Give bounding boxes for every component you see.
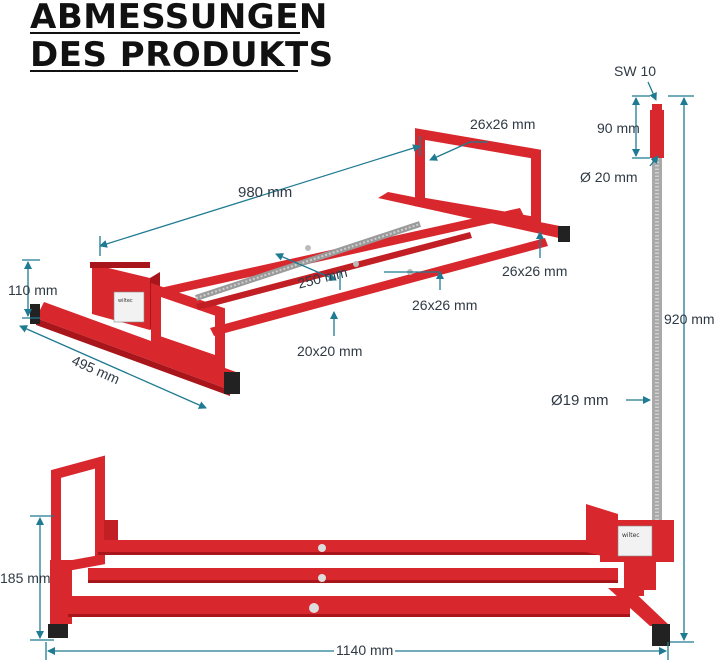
label-top-square: 26x26 mm xyxy=(470,116,536,132)
side-view: wiltec xyxy=(48,455,674,646)
label-nut-90: 90 mm xyxy=(597,120,640,136)
rail-3 xyxy=(68,596,630,616)
label-height-185: 185 mm xyxy=(0,570,51,586)
label-rod-920: 920 mm xyxy=(664,311,715,327)
rail-2 xyxy=(88,568,618,582)
top-nut xyxy=(650,110,664,158)
left-upright xyxy=(51,455,105,574)
foot-cap-right xyxy=(652,624,670,646)
label-rod-19: Ø19 mm xyxy=(551,392,609,409)
foot-cap-back-right xyxy=(558,226,570,242)
iso-dimensions xyxy=(19,136,544,409)
title-line-1: ABMESSUNGEN xyxy=(30,0,328,37)
rail-lower xyxy=(210,238,548,336)
sticker-brand: wiltec xyxy=(622,532,640,539)
label-right-square: 26x26 mm xyxy=(502,263,568,279)
label-length-980: 980 mm xyxy=(238,184,293,201)
svg-text:wiltec: wiltec xyxy=(118,298,133,304)
title-underline-1 xyxy=(30,32,300,34)
foot-cap-front-right xyxy=(224,372,240,394)
label-round-20: 20x20 mm xyxy=(297,343,363,359)
threaded-spindle xyxy=(652,158,662,526)
label-dia-20: Ø 20 mm xyxy=(580,169,638,185)
label-sw: SW 10 xyxy=(614,63,657,79)
label-length-1140: 1140 mm xyxy=(334,642,396,658)
spindle-dimensions xyxy=(626,81,694,643)
label-mid-square: 26x26 mm xyxy=(412,297,478,313)
label-height-110: 110 mm xyxy=(8,282,58,298)
foot-cap-left xyxy=(48,624,68,638)
title-line-2: DES PRODUKTS xyxy=(30,35,334,75)
rail-1 xyxy=(98,540,618,554)
spindle xyxy=(650,104,664,526)
title-underline-2 xyxy=(30,70,298,72)
warning-sticker-top xyxy=(113,291,145,323)
warning-sticker-side xyxy=(617,525,653,557)
side-dimensions xyxy=(30,515,669,660)
foot-cap-front-left xyxy=(30,304,40,324)
